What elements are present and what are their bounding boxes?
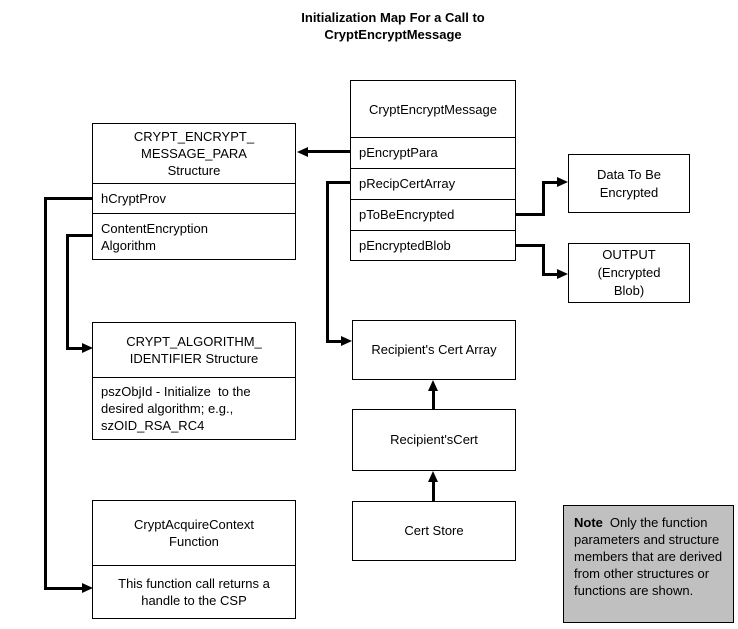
- arrowhead-right-icon: [82, 583, 93, 593]
- arrowhead-right-icon: [557, 269, 568, 279]
- box-cert-store: Cert Store: [352, 501, 516, 561]
- arrowhead-up-icon: [428, 380, 438, 391]
- box-crypt-encrypt-message-para: CRYPT_ENCRYPT_ MESSAGE_PARA Structure hC…: [92, 123, 296, 260]
- box-output-encrypted-blob: OUTPUT (Encrypted Blob): [568, 243, 690, 303]
- box-crypt-algorithm-identifier-header: CRYPT_ALGORITHM_ IDENTIFIER Structure: [126, 334, 262, 366]
- box-crypt-acquire-context-body: This function call returns a handle to t…: [93, 565, 295, 618]
- row-hcryptprov: hCryptProv: [93, 183, 295, 213]
- box-recipients-cert-array: Recipient's Cert Array: [352, 320, 516, 380]
- row-pencryptpara: pEncryptPara: [351, 137, 515, 168]
- box-crypt-acquire-context: CryptAcquireContext Function This functi…: [92, 500, 296, 619]
- row-pencryptedblob: pEncryptedBlob: [351, 230, 515, 261]
- row-precipcertarray: pRecipCertArray: [351, 168, 515, 199]
- arrowhead-left-icon: [297, 147, 308, 157]
- box-crypt-encrypt-message: CryptEncryptMessage pEncryptPara pRecipC…: [350, 80, 516, 261]
- note-text: Only the function parameters and structu…: [574, 515, 723, 598]
- box-crypt-algorithm-identifier: CRYPT_ALGORITHM_ IDENTIFIER Structure ps…: [92, 322, 296, 440]
- row-contentencryption-algorithm: ContentEncryption Algorithm: [93, 213, 295, 259]
- arrowhead-right-icon: [557, 177, 568, 187]
- box-recipients-cert: Recipient'sCert: [352, 409, 516, 471]
- arrowhead-right-icon: [82, 343, 93, 353]
- box-crypt-encrypt-message-para-header: CRYPT_ENCRYPT_ MESSAGE_PARA Structure: [133, 129, 255, 178]
- box-crypt-encrypt-message-header: CryptEncryptMessage: [369, 101, 497, 117]
- arrowhead-up-icon: [428, 471, 438, 482]
- note-label: Note: [574, 515, 603, 530]
- box-crypt-acquire-context-header: CryptAcquireContext Function: [134, 517, 254, 549]
- arrowhead-right-icon: [341, 336, 352, 346]
- box-crypt-algorithm-identifier-body: pszObjId - Initialize to the desired alg…: [93, 377, 295, 439]
- box-data-to-be-encrypted: Data To Be Encrypted: [568, 154, 690, 213]
- row-ptobeencrypted: pToBeEncrypted: [351, 199, 515, 230]
- diagram-title: Initialization Map For a Call to CryptEn…: [301, 10, 485, 42]
